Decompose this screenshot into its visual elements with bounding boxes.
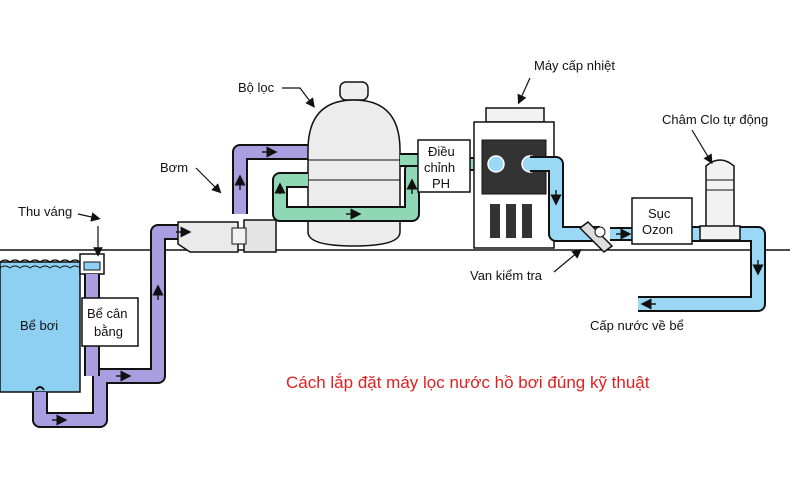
skimmer bbox=[79, 226, 105, 275]
pump bbox=[177, 219, 277, 253]
label-bom: Bơm bbox=[160, 160, 188, 175]
balance-tank-box bbox=[81, 297, 139, 347]
label-dieu-chinh-2: chỉnh bbox=[424, 160, 455, 175]
label-thu-vang: Thu váng bbox=[18, 204, 72, 219]
label-dieu-chinh-1: Điều bbox=[428, 144, 455, 159]
heater bbox=[473, 107, 555, 249]
label-cap-nuoc-ve-be: Cấp nước về bể bbox=[590, 318, 684, 333]
chlorinator bbox=[699, 159, 741, 241]
pool bbox=[0, 259, 81, 393]
ph-control-box bbox=[417, 139, 471, 193]
label-cham-clo: Châm Clo tự động bbox=[662, 112, 768, 127]
caption: Cách lắp đặt máy lọc nước hồ bơi đúng kỹ… bbox=[286, 373, 650, 392]
label-be-can-bang-1: Bể cân bbox=[87, 306, 127, 321]
label-be-boi: Bể bơi bbox=[20, 318, 58, 333]
flow-arrows bbox=[52, 146, 764, 426]
label-dieu-chinh-3: PH bbox=[432, 176, 450, 191]
label-may-cap-nhiet: Máy cấp nhiệt bbox=[534, 58, 615, 73]
check-valve bbox=[578, 221, 614, 253]
label-van-kiem-tra: Van kiểm tra bbox=[470, 268, 543, 283]
label-suc-ozon-1: Sục bbox=[648, 206, 671, 221]
label-bo-loc: Bộ lọc bbox=[238, 80, 275, 95]
label-be-can-bang-2: bằng bbox=[94, 324, 123, 339]
ozone-box bbox=[631, 197, 693, 245]
label-suc-ozon-2: Ozon bbox=[642, 222, 673, 237]
leader-lines bbox=[77, 77, 713, 273]
